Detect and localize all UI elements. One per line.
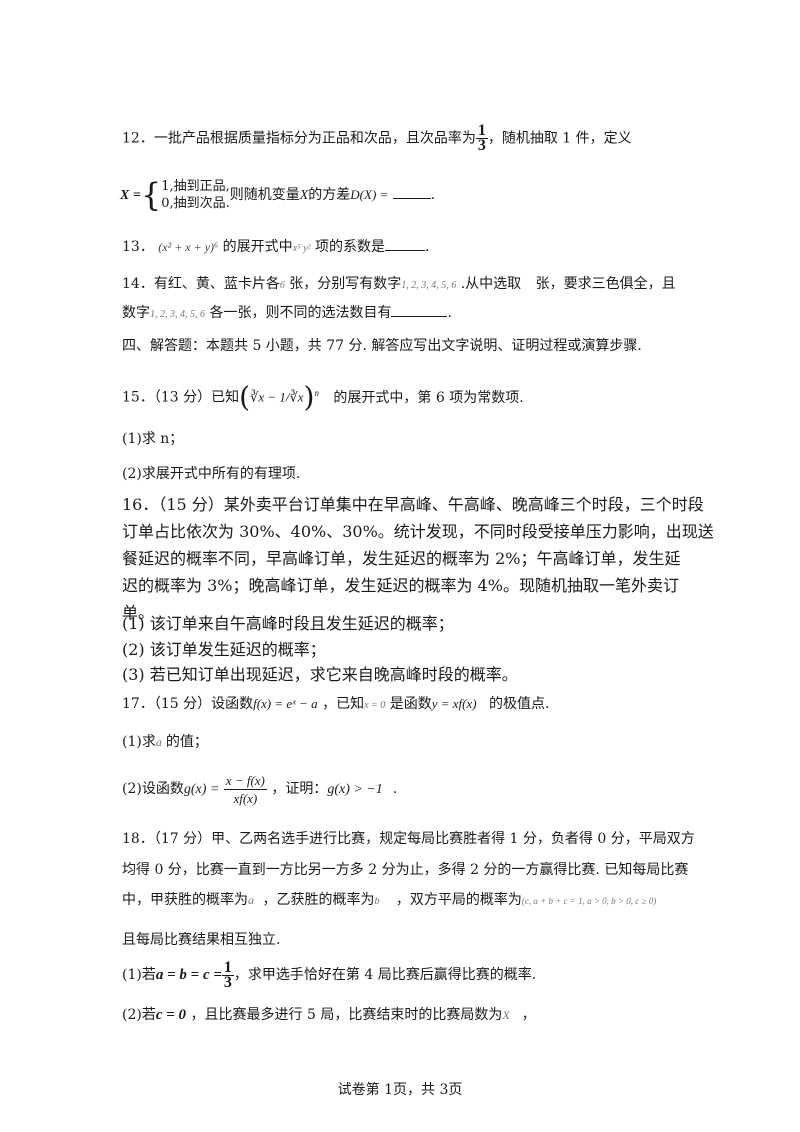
q18-line2: 均得 0 分，比赛一直到一方比另一方多 2 分为止，多得 2 分的一方赢得比赛.…: [122, 862, 689, 878]
piecewise-cases: 1,抽到正品,0,抽到次品.: [161, 179, 230, 211]
page-footer: 试卷第 1页，共 3页: [337, 1082, 463, 1098]
q16-part3: (3) 若已知订单出现延迟，求它来自晚高峰时段的概率。: [122, 665, 518, 684]
answer-blank: [384, 236, 425, 251]
q14-line2: 数字1, 2, 3, 4, 5, 6 各一张，则不同的选法数目有.: [122, 302, 452, 326]
fraction-gx: x − f(x)xf(x): [223, 772, 267, 806]
q16-line4: 迟的概率为 3%；晚高峰订单，发生延迟的概率为 4%。现随机抽取一笔外卖订: [122, 576, 679, 595]
q16-line1: 16．（15 分）某外卖平台订单集中在早高峰、午高峰、晚高峰三个时段，三个时段: [122, 495, 704, 514]
q12-line2: X ={1,抽到正品,0,抽到次品.则随机变量X的方差D(X) = .: [120, 176, 436, 214]
q13-line: 13． (x² + x + y)⁶ 的展开式中x⁵ y² 项的系数是.: [122, 236, 429, 260]
left-brace: {: [140, 176, 162, 214]
q15-part2: (2)求展开式中所有的有理项.: [122, 466, 301, 482]
q15-part1: (1)求 n；: [122, 431, 184, 447]
q16-part2: (2) 该订单发生延迟的概率；: [122, 640, 326, 659]
q17-part2: (2)设函数g(x) = x − f(x)xf(x) ，证明：g(x) > −1…: [122, 772, 398, 806]
q18-part2: (2)若c = 0 ，且比赛最多进行 5 局，比赛结束时的比赛局数为X，: [122, 1007, 536, 1023]
q14-line1: 14．有红、黄、蓝卡片各6 张，分别写有数字1, 2, 3, 4, 5, 6 .…: [122, 276, 676, 292]
q17-line: 17．（15 分）设函数f(x) = eˣ − a ，已知x = 0 是函数y …: [122, 696, 550, 712]
q18-line1: 18．（17 分）甲、乙两名选手进行比赛，规定每局比赛胜者得 1 分，负者得 0…: [122, 831, 695, 847]
section-heading: 四、解答题：本题共 5 小题，共 77 分. 解答应写出文字说明、证明过程或演算…: [122, 338, 642, 354]
q15-line: 15．（13 分）已知(∛x − 1/∛x)n 的展开式中，第 6 项为常数项.: [122, 380, 524, 414]
answer-blank: [392, 184, 431, 199]
answer-blank: [391, 302, 448, 317]
q16-line3: 餐延迟的概率不同，早高峰订单，发生延迟的概率为 2%；午高峰订单，发生延: [122, 549, 681, 568]
q16-part1: (1) 该订单来自午高峰时段且发生延迟的概率；: [122, 614, 454, 633]
q18-line4: 且每局比赛结果相互独立.: [122, 932, 281, 948]
q18-line3: 中，甲获胜的概率为a ，乙获胜的概率为b ，双方平局的概率为(c, a + b …: [122, 892, 657, 908]
q16-line2: 订单占比依次为 30%、40%、30%。统计发现，不同时段受接单压力影响，出现送: [122, 522, 714, 541]
q16-line5: 单。: [122, 603, 155, 622]
